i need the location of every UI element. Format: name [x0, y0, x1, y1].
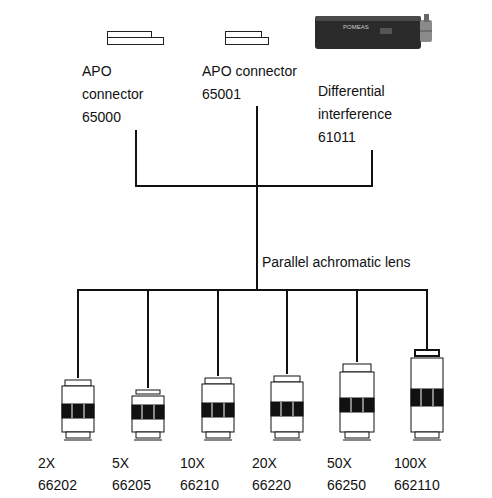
connector-line: [257, 106, 287, 374]
part-number: 66210: [180, 474, 242, 496]
objective-node: 2X66202: [38, 378, 103, 496]
component-name: 100X: [394, 452, 456, 474]
part-number: 66202: [38, 474, 103, 496]
junction-label: Parallel achromatic lens: [262, 252, 411, 272]
connector-line: [136, 130, 427, 350]
connector-line: [136, 130, 287, 374]
part-number: 65001: [202, 83, 317, 106]
connector-line: [136, 130, 257, 388]
component-name: 2X: [38, 452, 103, 474]
objective-icon: [411, 350, 443, 440]
connector-line: [257, 150, 427, 350]
objective-node: 50X66250: [327, 362, 389, 496]
objective-icon: [271, 376, 303, 440]
part-number: 66205: [112, 474, 174, 496]
connector-line: [78, 130, 257, 378]
prism-slider-icon: [315, 14, 432, 49]
component-name: APO connector: [202, 60, 317, 83]
connector-icon: [108, 32, 164, 45]
connector-line: [136, 130, 257, 376]
objective-icon: [202, 378, 234, 440]
component-name: 10X: [180, 452, 242, 474]
connector-line: [218, 106, 257, 376]
component-name: Differential interference: [318, 80, 438, 126]
connector-icon: [226, 32, 269, 45]
connector-line: [136, 130, 357, 362]
connector-line: [148, 106, 257, 388]
accessory-node: APO connector65001: [202, 28, 317, 106]
objective-icon: [340, 364, 374, 440]
objective-node: 100X662110: [394, 350, 456, 496]
component-name: 20X: [252, 452, 314, 474]
brand-label: POMEAS: [343, 23, 369, 31]
part-number: 65000: [82, 106, 172, 129]
part-number: 61011: [318, 126, 438, 149]
connector-line: [78, 106, 257, 378]
component-name: 5X: [112, 452, 174, 474]
part-number: 662110: [394, 474, 456, 496]
part-number: 66250: [327, 474, 389, 496]
component-name: 50X: [327, 452, 389, 474]
objective-node: 20X66220: [252, 374, 314, 496]
accessory-node: APO connector65000: [82, 28, 172, 130]
objective-icon: [132, 390, 164, 440]
accessory-node: Differential interference61011: [318, 10, 438, 150]
component-name: APO connector: [82, 60, 172, 106]
objective-icon: [62, 380, 94, 440]
objective-node: 5X66205: [112, 388, 174, 496]
part-number: 66220: [252, 474, 314, 496]
objective-node: 10X66210: [180, 376, 242, 496]
